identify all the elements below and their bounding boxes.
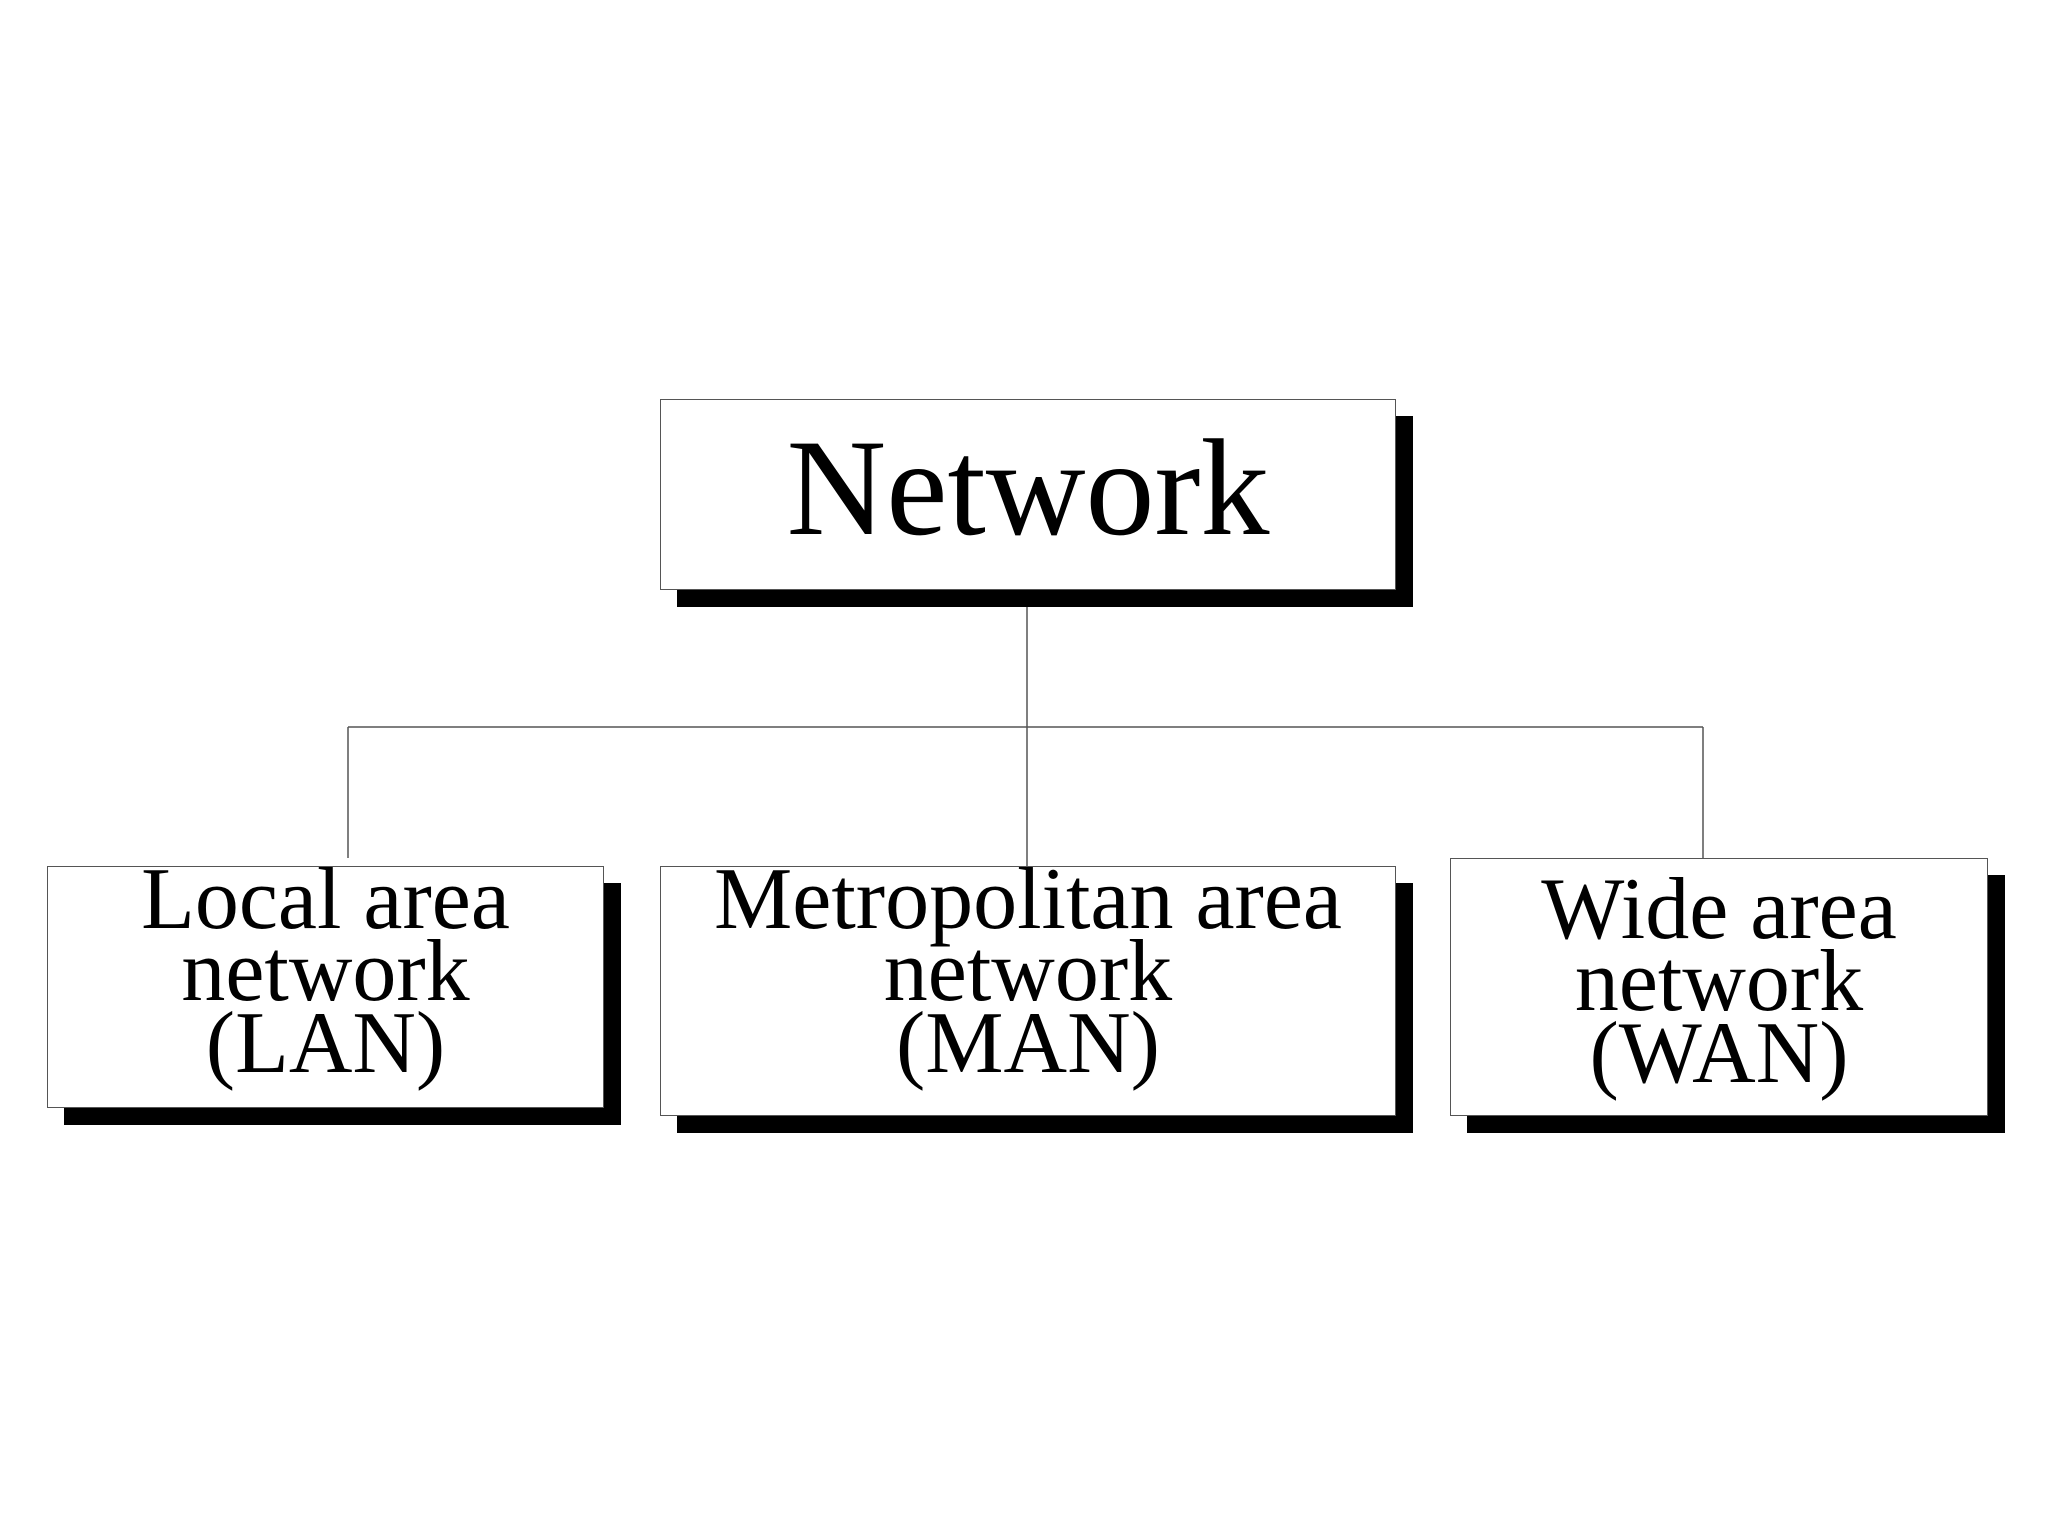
wan-label-line-1: Wide area	[1541, 861, 1897, 958]
man-node-text: Metropolitan area network (MAN)	[714, 851, 1342, 1092]
man-node: Metropolitan area network (MAN)	[660, 851, 1396, 1116]
lan-node: Local area network (LAN)	[47, 851, 604, 1108]
wan-node: Wide area network (WAN)	[1450, 858, 1988, 1116]
man-label-line-1: Metropolitan area	[714, 851, 1342, 948]
network-root-node: Network	[660, 399, 1396, 590]
man-label-line-2: network	[883, 923, 1173, 1020]
wan-node-text: Wide area network (WAN)	[1541, 861, 1897, 1102]
lan-node-text: Local area network (LAN)	[141, 851, 510, 1092]
lan-label-line-2: network	[181, 923, 470, 1020]
lan-label-line-1: Local area	[141, 851, 510, 948]
wan-label-line-3: (WAN)	[1589, 1005, 1849, 1102]
network-root-label: Network	[786, 410, 1270, 564]
man-label-line-3: (MAN)	[896, 995, 1160, 1092]
wan-label-line-2: network	[1574, 933, 1864, 1030]
lan-label-line-3: (LAN)	[205, 995, 446, 1092]
